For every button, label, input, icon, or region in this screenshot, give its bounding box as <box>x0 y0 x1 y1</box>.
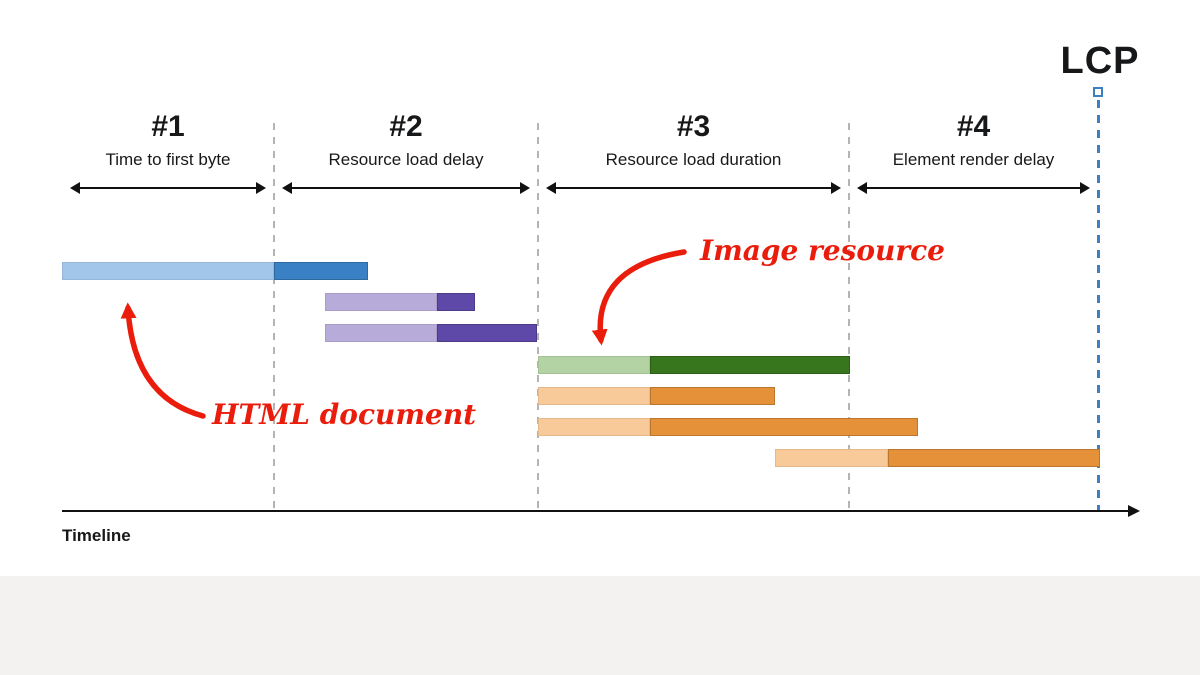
legend-band: Document Stylesheet Script Image <box>0 576 1200 675</box>
html-document-arrow <box>120 302 206 419</box>
bar-stylesheet-2-light <box>325 324 437 342</box>
timeline-label: Timeline <box>62 526 131 545</box>
section-render-delay-label: Element render delay <box>892 149 1055 169</box>
lcp-title: LCP <box>1060 40 1140 82</box>
section-load-duration-number: #3 <box>676 110 711 143</box>
bar-script-1-light <box>538 387 650 405</box>
section-ttfb: #1 Time to first byte <box>62 110 274 194</box>
bar-stylesheet-2-dark <box>437 324 537 342</box>
annotation-html-document: HTML document <box>212 398 477 431</box>
section-load-duration-label: Resource load duration <box>605 149 782 169</box>
bar-script-3-light <box>775 449 888 467</box>
section-load-delay: #2 Resource load delay <box>274 110 538 194</box>
section-load-duration: #3 Resource load duration <box>538 110 849 194</box>
bar-image-dark <box>650 356 850 374</box>
bar-script-2-dark <box>650 418 918 436</box>
bar-script-3-dark <box>888 449 1100 467</box>
bar-document-dark <box>274 262 368 280</box>
section-load-delay-range-arrow <box>282 181 530 194</box>
section-ttfb-range-arrow <box>70 181 266 194</box>
lcp-marker-square <box>1093 87 1103 97</box>
section-render-delay: #4 Element render delay <box>849 110 1098 194</box>
section-load-delay-label: Resource load delay <box>328 149 484 169</box>
section-ttfb-number: #1 <box>151 110 185 143</box>
section-render-delay-number: #4 <box>956 110 991 143</box>
annotation-image-resource: Image resource <box>700 234 945 267</box>
separator-line-1 <box>273 123 275 512</box>
timeline-axis <box>62 510 1130 512</box>
bar-image-light <box>538 356 650 374</box>
section-render-delay-range-arrow <box>857 181 1090 194</box>
timeline-axis-arrowhead <box>1128 505 1140 517</box>
bar-document-light <box>62 262 274 280</box>
bar-stylesheet-1-light <box>325 293 437 311</box>
bar-stylesheet-1-dark <box>437 293 475 311</box>
lcp-dashed-line <box>1097 100 1100 512</box>
section-load-delay-number: #2 <box>389 110 423 143</box>
bar-script-1-dark <box>650 387 775 405</box>
separator-line-3 <box>848 123 850 512</box>
section-ttfb-label: Time to first byte <box>105 149 231 169</box>
separator-line-2 <box>537 123 539 512</box>
image-resource-arrow <box>591 249 687 346</box>
bar-script-2-light <box>538 418 650 436</box>
section-load-duration-range-arrow <box>546 181 841 194</box>
